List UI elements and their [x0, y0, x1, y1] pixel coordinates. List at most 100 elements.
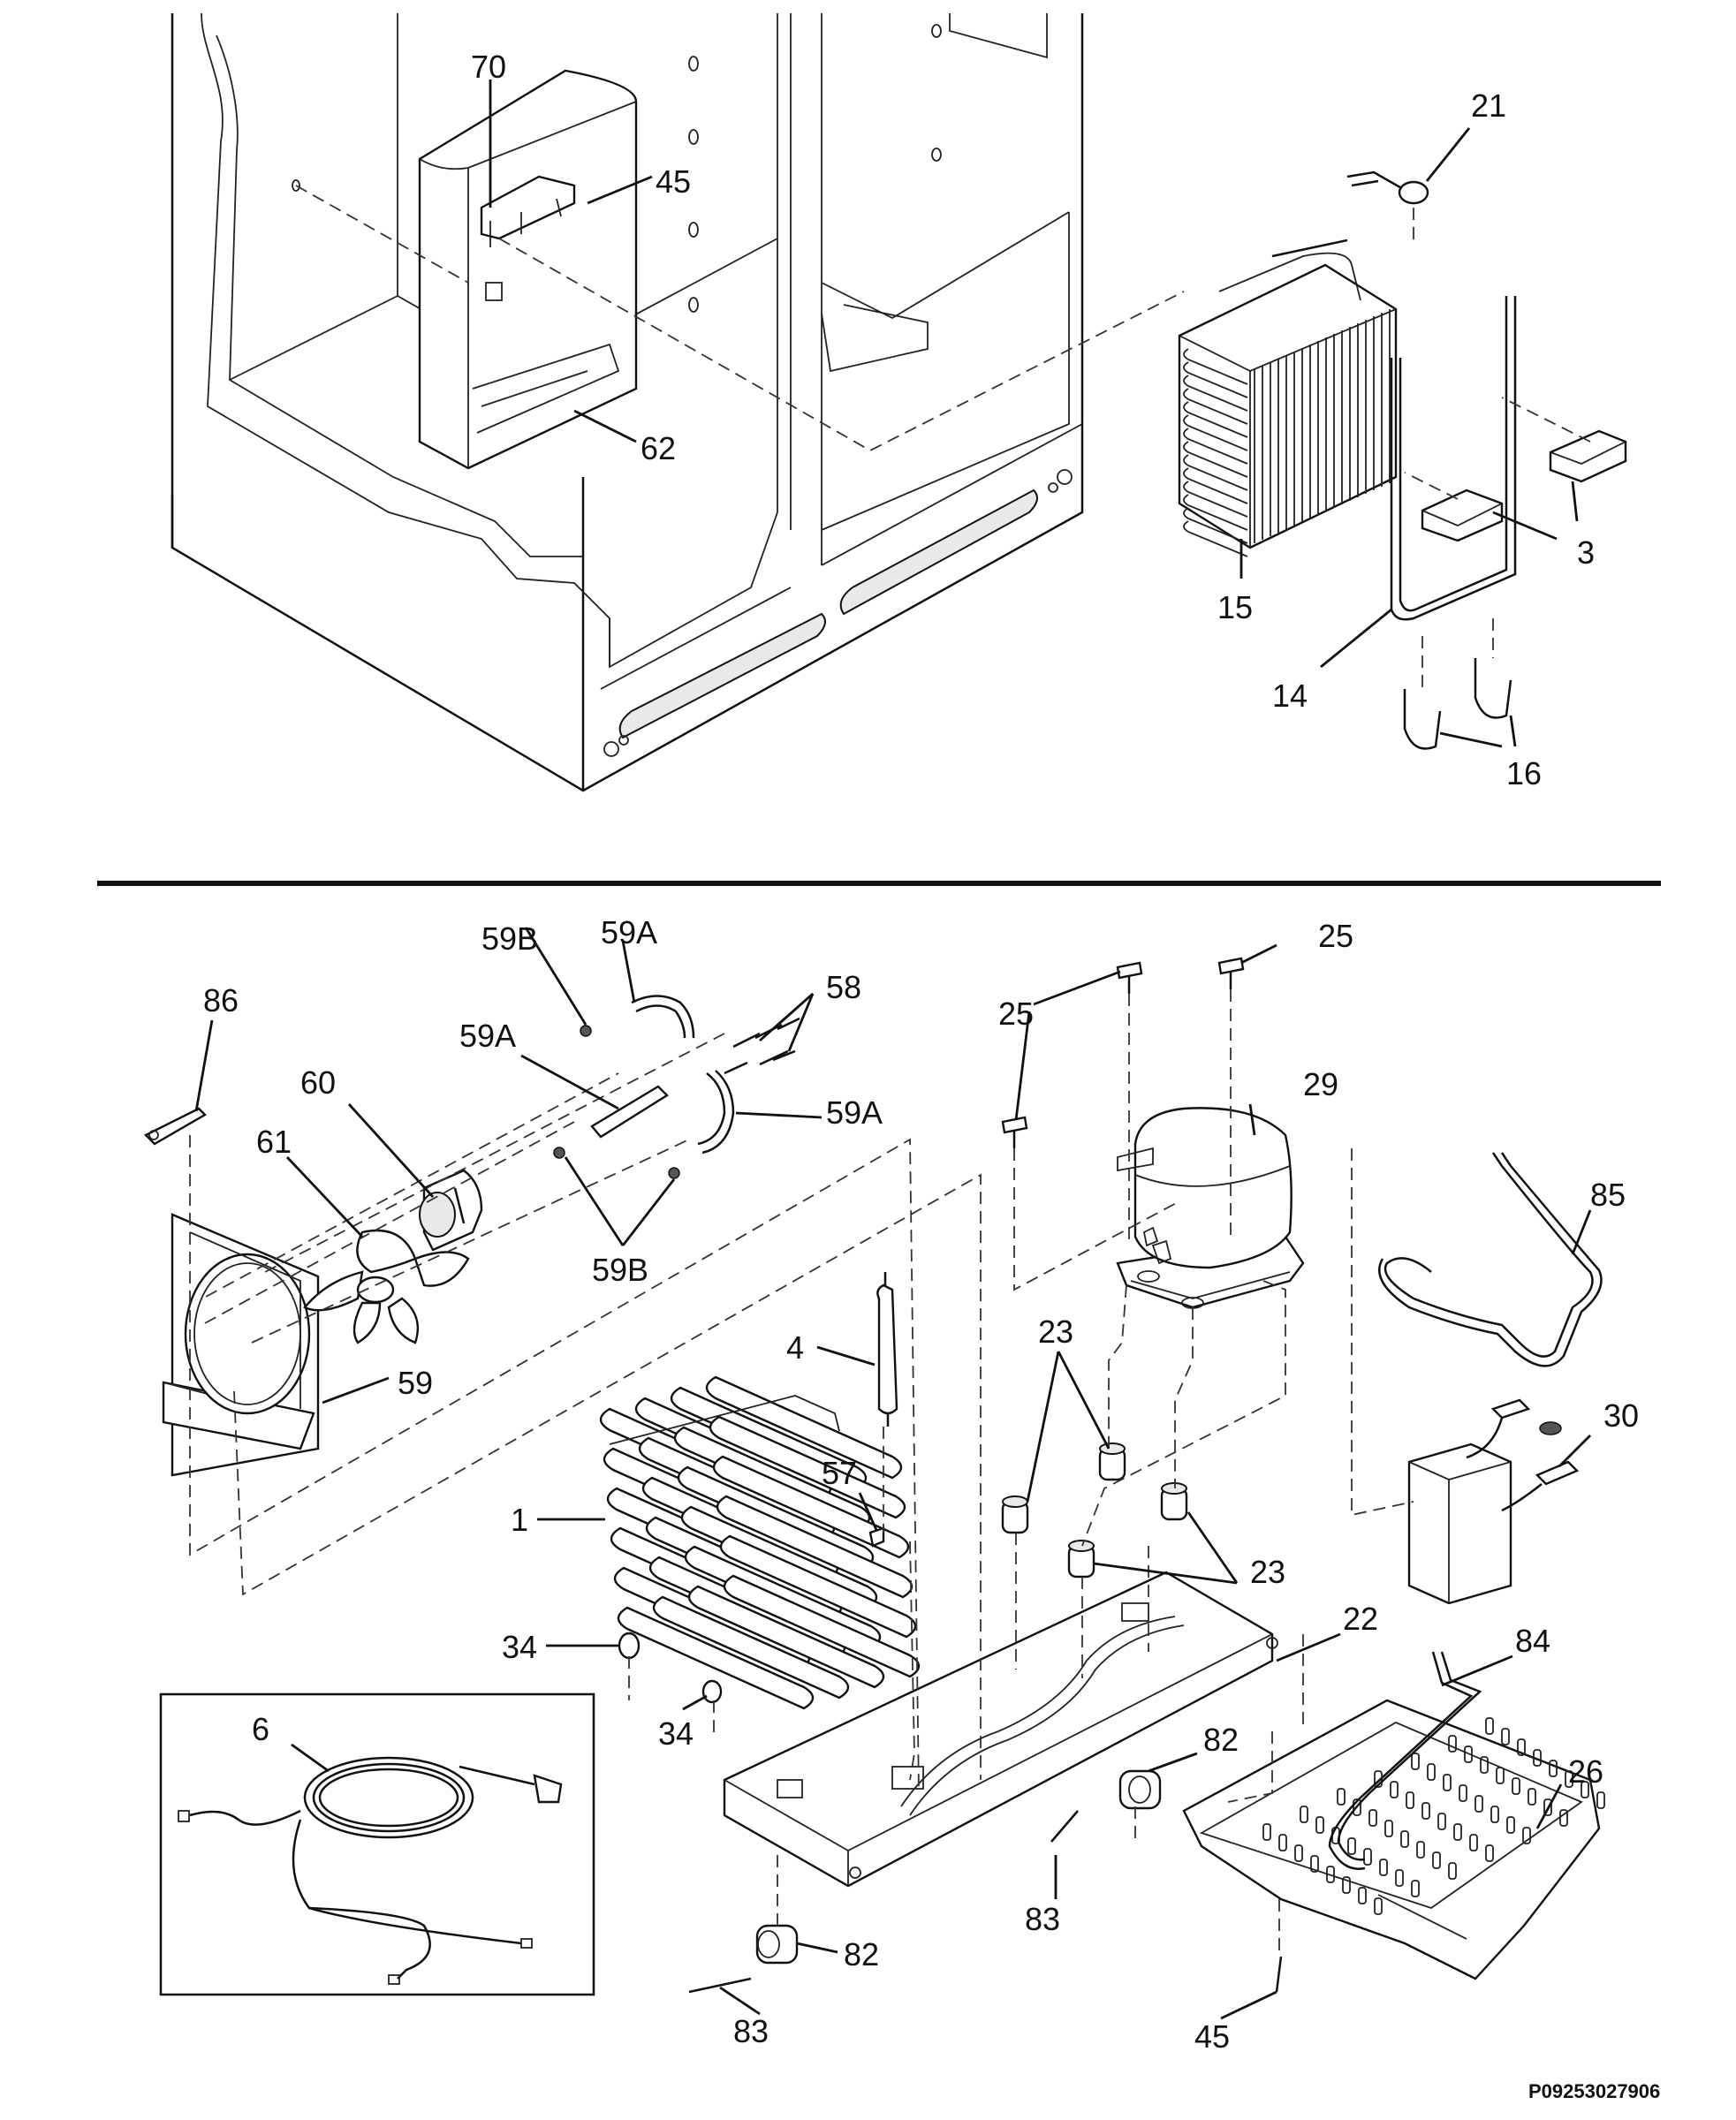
- callout-59: 59: [398, 1365, 433, 1401]
- callout-59a-top: 59A: [601, 914, 657, 950]
- pan-rib: [1485, 1717, 1494, 1735]
- pan-rib: [1406, 1791, 1414, 1809]
- callout-labels: 70 45 62 21 15 3 14 16 59B 59A 58 86 59A…: [203, 49, 1660, 2102]
- callout-59a-mid: 59A: [459, 1018, 516, 1054]
- callout-1: 1: [511, 1502, 528, 1538]
- compressor-grommets: [1001, 1442, 1188, 1579]
- pan-rib: [1448, 1735, 1457, 1753]
- compressor: [1116, 1107, 1305, 1309]
- screw-83b: [688, 1977, 752, 1994]
- pan-rib: [1432, 1851, 1441, 1869]
- pan-rib: [1490, 1806, 1499, 1823]
- callout-15: 15: [1217, 589, 1253, 625]
- pan-rib: [1384, 1820, 1393, 1837]
- callout-62: 62: [641, 430, 676, 466]
- callout-3: 3: [1577, 534, 1595, 571]
- pan-rib: [1485, 1844, 1494, 1862]
- pan-rib: [1326, 1866, 1335, 1883]
- pan-rib: [1262, 1823, 1271, 1841]
- callout-85: 85: [1590, 1177, 1626, 1213]
- condenser-loop: [1183, 375, 1248, 412]
- callout-22: 22: [1343, 1601, 1378, 1637]
- drain-clips: [1403, 658, 1512, 750]
- clip-57: [868, 1526, 885, 1548]
- pan-rib: [1565, 1770, 1573, 1788]
- condenser-loop: [1183, 441, 1248, 478]
- fan-shroud: [162, 1213, 320, 1477]
- coil-loop: [723, 1574, 921, 1678]
- foot-82a: [1118, 1769, 1162, 1810]
- grommet-34a: [618, 1632, 641, 1660]
- coil-loop: [617, 1606, 815, 1710]
- ice-container: [418, 69, 638, 470]
- callout-82-left: 82: [844, 1936, 879, 1972]
- callout-58: 58: [826, 969, 861, 1005]
- pan-rib: [1300, 1806, 1308, 1823]
- condenser-loop: [1183, 481, 1248, 518]
- condenser-loop: [1183, 494, 1248, 531]
- callout-23-lower: 23: [1250, 1554, 1285, 1590]
- foot-82b: [755, 1924, 799, 1965]
- power-cord-inset: [159, 1692, 595, 1996]
- callout-34-lower: 34: [658, 1715, 694, 1752]
- condenser-loop: [1183, 414, 1248, 451]
- callout-61: 61: [256, 1124, 292, 1160]
- fan-tubes: [553, 995, 800, 1179]
- pan-rib: [1549, 1760, 1558, 1777]
- callout-70: 70: [471, 49, 506, 85]
- foam-blocks: [1421, 429, 1627, 542]
- pan-rib: [1453, 1823, 1462, 1841]
- pan-rib: [1416, 1841, 1425, 1859]
- callout-34-upper: 34: [502, 1629, 537, 1665]
- drain-tube: [1390, 296, 1517, 621]
- callout-83-right: 83: [1025, 1901, 1060, 1937]
- callout-82-right: 82: [1203, 1722, 1239, 1758]
- pan-rib: [1559, 1809, 1568, 1827]
- callout-16: 16: [1506, 755, 1542, 791]
- callout-57: 57: [822, 1455, 857, 1491]
- coil-loop: [705, 1375, 903, 1480]
- callout-14: 14: [1272, 678, 1308, 714]
- compressor-bolts: [1001, 957, 1245, 1148]
- pan-rib: [1496, 1767, 1505, 1784]
- screw-45b: [1275, 1956, 1283, 1993]
- pan-rib: [1512, 1777, 1520, 1795]
- condenser-loop: [1183, 428, 1248, 465]
- pan-rib: [1379, 1859, 1388, 1876]
- cabinet-liner: [171, 12, 1084, 792]
- callout-21: 21: [1471, 87, 1506, 124]
- condenser-coil: [1178, 238, 1398, 557]
- relay-assembly: [1407, 1398, 1580, 1605]
- condenser-coil-bottom: [599, 1375, 921, 1710]
- callout-25-right: 25: [1318, 918, 1353, 954]
- pan-rib: [1411, 1880, 1420, 1897]
- coil-loop: [716, 1495, 913, 1599]
- pan-rib: [1315, 1816, 1324, 1834]
- drain-pan: [1182, 1699, 1605, 1980]
- pan-rib: [1596, 1791, 1605, 1809]
- pan-rib: [1347, 1837, 1356, 1855]
- pan-rib: [1374, 1897, 1383, 1915]
- condenser-loop: [1183, 520, 1248, 557]
- condenser-clip: [1346, 170, 1429, 205]
- coil-loop: [709, 1415, 906, 1519]
- condenser-loop: [1183, 454, 1248, 491]
- coil-loop: [712, 1455, 910, 1559]
- pan-rib: [1353, 1798, 1361, 1816]
- grommet-34b: [701, 1679, 723, 1704]
- coil-loop: [687, 1585, 885, 1689]
- pan-rib: [1480, 1756, 1489, 1774]
- pan-rib: [1459, 1784, 1467, 1802]
- pan-rib: [1390, 1781, 1399, 1798]
- pan-rib: [1506, 1816, 1515, 1834]
- coil-loop: [652, 1595, 850, 1700]
- callout-45: 45: [656, 163, 691, 200]
- discharge-tube: [1378, 1152, 1603, 1367]
- condenser-loop: [1183, 467, 1248, 504]
- pan-rib: [1464, 1745, 1473, 1763]
- reference-code: P09253027906: [1528, 2080, 1660, 2102]
- callout-83-left: 83: [733, 2013, 769, 2049]
- callout-59a-right: 59A: [826, 1094, 883, 1131]
- pan-rib: [1427, 1763, 1436, 1781]
- pan-rib: [1517, 1738, 1526, 1756]
